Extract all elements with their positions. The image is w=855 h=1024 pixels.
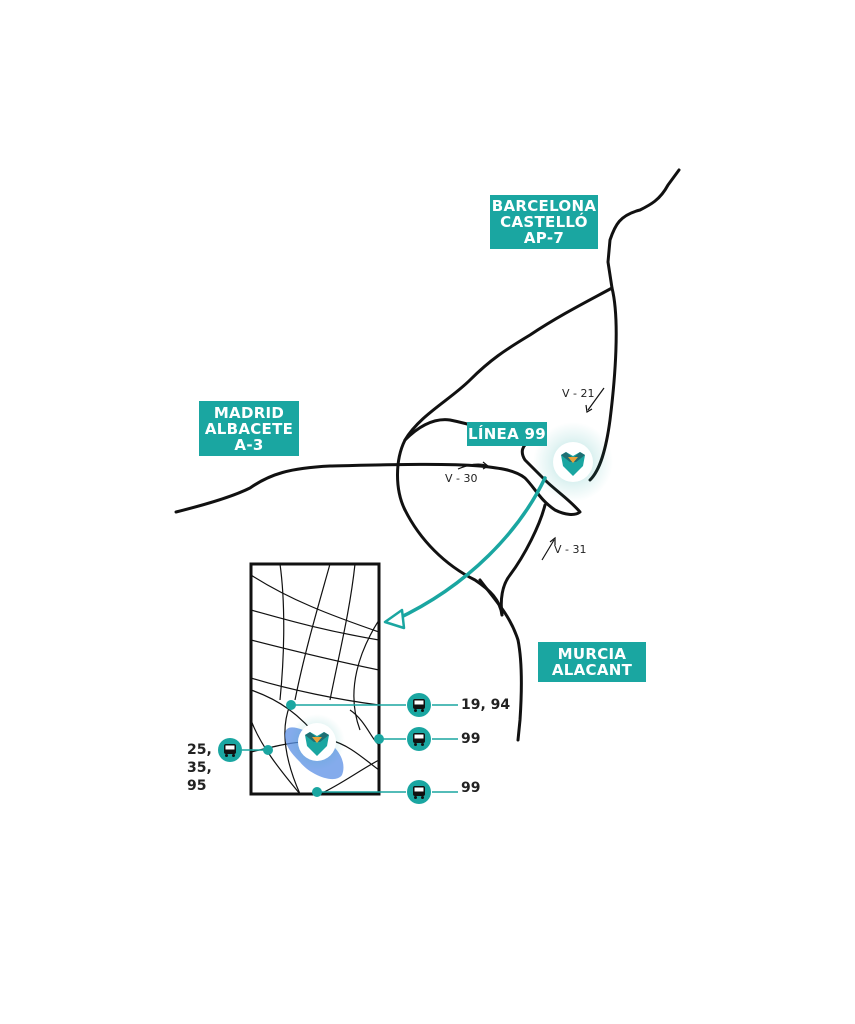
bus-lines-left: 25, 35, 95 [187, 741, 212, 795]
road-tag-v30: V - 30 [445, 472, 478, 485]
bus-line-label-text: LÍNEA 99 [467, 425, 547, 443]
bus-stop-dots [263, 700, 384, 797]
bus-lines-bottom-right: 99 [461, 780, 481, 796]
destination-madrid-line2: ALBACETE [204, 419, 294, 438]
bus-lines-left-2: 35, [187, 760, 212, 776]
stop-dot-right [374, 734, 384, 744]
arrow-v30 [457, 463, 487, 470]
destination-barcelona-line3: AP-7 [523, 229, 565, 247]
road-ring-north [396, 286, 614, 512]
arrow-v30-head [482, 461, 490, 470]
road-arrows [457, 387, 605, 561]
route-arrow-head [383, 608, 406, 630]
bus-lines-middle-right: 99 [461, 731, 481, 747]
bus-lines-left-3: 95 [187, 778, 207, 794]
bus-line-label: LÍNEA 99 [467, 422, 547, 446]
route-arrow [393, 476, 547, 622]
destination-barcelona-line1: BARCELONA [491, 197, 597, 215]
arrow-v31 [541, 539, 555, 561]
road-a3 [174, 462, 482, 514]
road-tag-v21: V - 21 [562, 387, 595, 400]
stop-dot-left [263, 745, 273, 755]
road-network [174, 168, 681, 742]
bus-icon [407, 693, 431, 717]
destination-madrid-line1: MADRID [213, 403, 285, 422]
destination-madrid-line3: A-3 [234, 435, 264, 454]
arrow-v21-head [585, 404, 593, 413]
road-ring-west [403, 508, 504, 617]
arrow-v31-head [549, 536, 556, 545]
shield-logo-icon [553, 442, 593, 482]
stop-dot-bottom [312, 787, 322, 797]
destination-murcia-line2: ALACANT [551, 661, 633, 679]
destination-murcia: MURCIA ALACANT [538, 642, 646, 682]
destination-barcelona-line2: CASTELLÓ [500, 213, 588, 231]
destination-barcelona: BARCELONA CASTELLÓ AP-7 [490, 195, 598, 249]
bus-icon [218, 738, 242, 762]
destination-madrid: MADRID ALBACETE A-3 [199, 401, 299, 456]
road-v30 [478, 440, 582, 516]
road-ap7 [606, 168, 681, 290]
bus-lines-top-right: 19, 94 [461, 697, 511, 713]
road-south-link [499, 503, 547, 617]
road-murcia [478, 578, 523, 742]
road-tag-v31: V - 31 [554, 543, 587, 556]
stop-dot-top [286, 700, 296, 710]
bus-lines-left-1: 25, [187, 742, 212, 758]
destination-murcia-line1: MURCIA [557, 645, 627, 663]
arrow-v21 [587, 387, 605, 411]
inset-map [249, 562, 381, 796]
inset-shield-logo-icon [298, 723, 336, 761]
bus-icon [407, 727, 431, 751]
bus-icon [407, 780, 431, 804]
